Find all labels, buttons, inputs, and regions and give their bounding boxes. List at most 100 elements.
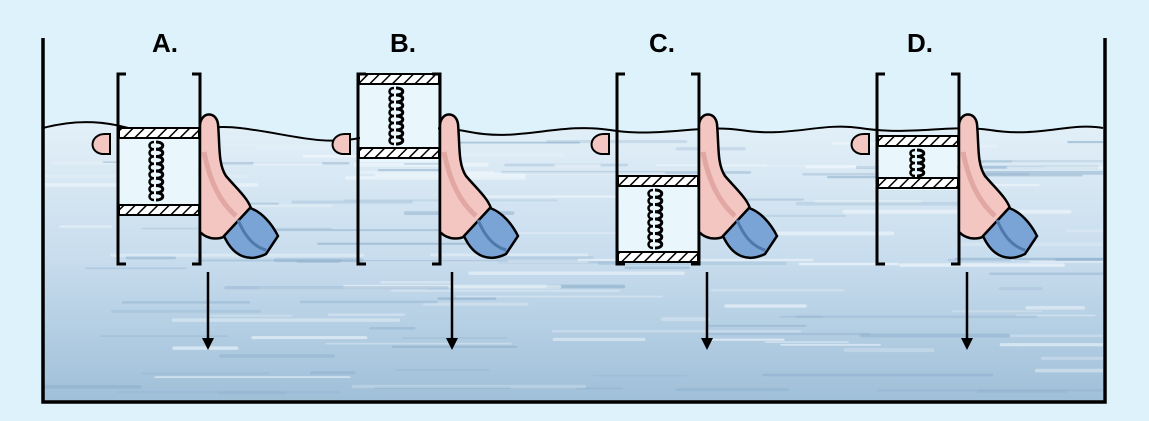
piston-plate	[118, 127, 200, 139]
water-streak	[109, 253, 364, 257]
water-streak	[798, 262, 899, 266]
water-streak	[299, 300, 438, 304]
hand-fingers	[331, 133, 351, 155]
panel-d: D.	[850, 28, 1039, 350]
water-streak	[171, 318, 401, 322]
water-body	[43, 122, 1103, 402]
water-streak	[317, 242, 488, 245]
water-streak	[429, 253, 589, 257]
water-streak	[117, 390, 340, 394]
spring-back	[148, 140, 155, 202]
water-streak	[554, 163, 601, 168]
piston-plate	[358, 73, 440, 85]
water-streak	[327, 313, 406, 316]
water-streak	[546, 284, 626, 289]
hand-shadow	[960, 151, 997, 218]
water-streak	[339, 261, 589, 264]
water-streak	[100, 335, 229, 337]
force-arrowhead	[961, 338, 973, 350]
water-streak	[141, 372, 271, 375]
water-streak	[708, 332, 871, 336]
water-streak	[377, 169, 441, 172]
water-streak	[219, 354, 335, 358]
hand-shadow	[700, 151, 737, 218]
hand	[91, 113, 280, 259]
water-streak	[780, 343, 882, 346]
sleeve-fold	[995, 219, 1026, 252]
water-streak	[982, 171, 1103, 175]
sleeve	[222, 206, 280, 259]
can-left-wall	[875, 72, 885, 266]
water-streak	[624, 266, 690, 270]
water-streak	[795, 201, 976, 206]
hand-palm	[438, 113, 494, 240]
water-streak	[575, 387, 624, 390]
sleeve	[462, 206, 520, 259]
spring-back	[647, 188, 654, 250]
panel-label: C.	[649, 28, 675, 58]
water-streak	[359, 170, 494, 174]
water-streak	[814, 200, 922, 204]
hand	[331, 113, 520, 259]
water-streak	[380, 281, 455, 284]
water-streak	[1066, 229, 1103, 233]
water-streak	[961, 160, 1103, 163]
hand	[590, 113, 779, 259]
water-streak	[998, 287, 1043, 291]
panel-label: A.	[152, 28, 178, 58]
can-left-wall	[116, 72, 126, 266]
panel-c: C.	[590, 28, 779, 350]
hand-fingers	[590, 133, 610, 155]
water-streak	[325, 342, 512, 345]
water-streak	[989, 272, 1103, 276]
water-streak	[593, 374, 688, 377]
water-streak	[390, 289, 621, 292]
water-streak	[223, 144, 329, 147]
spring	[654, 188, 664, 250]
water-streak	[310, 371, 356, 375]
water-streak	[660, 317, 711, 322]
water-streak	[401, 337, 507, 339]
water-streak	[899, 263, 1065, 267]
water-streak	[951, 310, 1043, 313]
water-streak	[251, 336, 368, 340]
water-streak	[296, 259, 509, 263]
water-streak	[500, 171, 752, 174]
water-streaks	[43, 140, 1103, 395]
water-streak	[1041, 356, 1103, 360]
water-streak	[59, 225, 113, 228]
sleeve-fold	[735, 219, 766, 252]
spring	[155, 140, 165, 202]
water-streak	[121, 300, 251, 304]
water-streak	[275, 229, 477, 232]
water-streak	[1010, 334, 1103, 338]
panel-b: B.	[331, 28, 520, 350]
water-streak	[395, 369, 490, 371]
water-streak	[218, 391, 286, 395]
sleeve-fold	[476, 219, 507, 252]
can-left-wall	[356, 72, 366, 266]
hand-palm	[697, 113, 753, 240]
piston-plate	[118, 204, 200, 216]
water-streak	[497, 261, 621, 264]
force-arrowhead	[701, 338, 713, 350]
hand-shadow	[201, 151, 238, 218]
water-streak	[154, 376, 351, 378]
water-streak	[253, 162, 323, 166]
can-left-wall	[615, 72, 625, 266]
piston-plate	[877, 177, 959, 189]
hand	[850, 113, 1039, 259]
water-streak	[1011, 160, 1103, 164]
panel-a: A.	[91, 28, 280, 350]
water-streak	[422, 302, 529, 306]
water-streak	[876, 389, 1103, 392]
hand-fingers	[91, 133, 111, 155]
water	[42, 121, 1104, 402]
water-streak	[447, 195, 639, 198]
hand-palm	[198, 113, 254, 240]
water-streak	[724, 304, 807, 308]
piston-plate	[877, 135, 959, 147]
force-arrowhead	[202, 338, 214, 350]
